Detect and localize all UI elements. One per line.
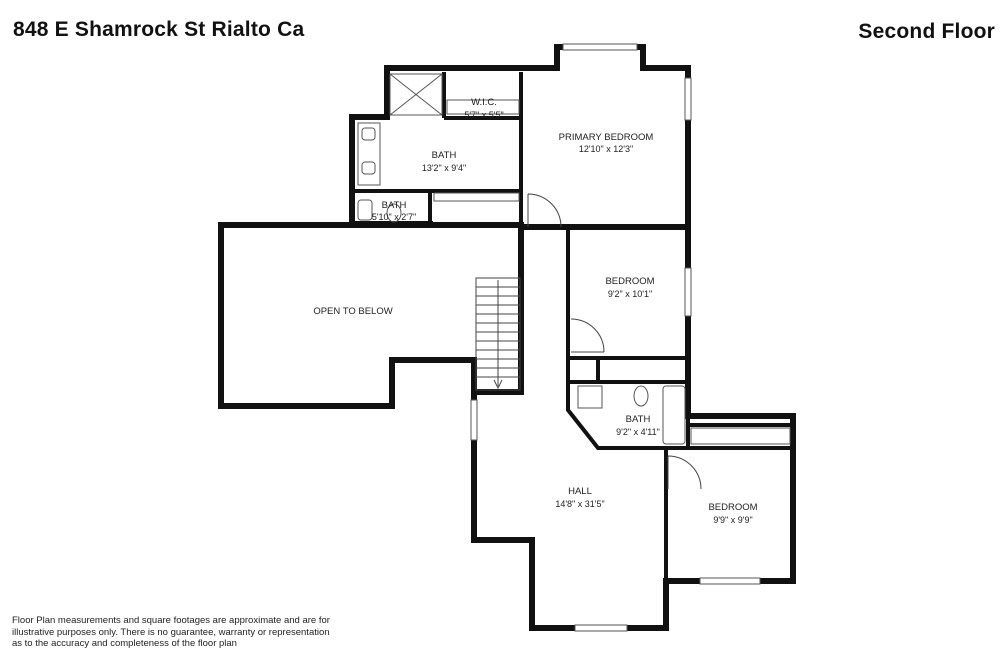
open-to-below-wall — [218, 222, 524, 409]
property-address: 848 E Shamrock St Rialto Ca — [13, 18, 305, 41]
hall-dims: 14'8" x 31'5" — [555, 499, 604, 509]
disclaimer-line: illustrative purposes only. There is no … — [12, 626, 330, 638]
bedroom-1-name: BEDROOM — [605, 276, 654, 287]
closet-shelf — [433, 192, 520, 202]
sink-icon — [361, 161, 376, 175]
sink-icon — [361, 127, 376, 141]
wic-dims: 5'7" x 5'5" — [464, 110, 503, 120]
bedroom-2-name: BEDROOM — [708, 502, 757, 513]
hall-name: HALL — [568, 486, 592, 497]
stair-arrow-head — [493, 379, 503, 390]
toilet-icon — [633, 385, 649, 407]
floor-label: Second Floor — [858, 20, 995, 43]
bath-hall-name: BATH — [626, 414, 651, 425]
upper-wing-wall — [349, 44, 691, 233]
door-swing — [667, 455, 702, 490]
vanity — [357, 122, 381, 186]
disclaimer: Floor Plan measurements and square foota… — [12, 615, 372, 650]
interior-walls — [352, 72, 793, 581]
bath-main-dims: 13'2" x 9'4" — [422, 163, 466, 173]
stair-run — [475, 277, 521, 391]
sink-icon — [357, 199, 373, 221]
doors — [527, 193, 702, 490]
fixtures — [357, 73, 791, 445]
open-to-below-label: OPEN TO BELOW — [313, 306, 392, 317]
shower-mark — [389, 73, 443, 116]
window — [562, 43, 638, 51]
bedroom-1-dims: 9'2" x 10'1" — [608, 289, 652, 299]
window — [684, 267, 692, 317]
bath-main-name: BATH — [432, 150, 457, 161]
bath-small-dims: 5'10" x 2'7" — [372, 212, 416, 222]
primary-bedroom-dims: 12'10" x 12'3" — [579, 144, 633, 154]
toilet-icon — [386, 203, 402, 223]
room-labels: W.I.C. 5'7" x 5'5" PRIMARY BEDROOM 12'10… — [313, 97, 757, 525]
door-swing — [570, 318, 605, 353]
windows — [470, 43, 761, 632]
bath-small-name: BATH — [382, 200, 407, 211]
closet-shelf — [690, 427, 791, 445]
window — [470, 399, 478, 441]
disclaimer-line: as to the accuracy and completeness of t… — [12, 638, 237, 649]
disclaimer-line: Floor Plan measurements and square foota… — [12, 615, 330, 626]
bathtub — [662, 385, 686, 445]
exterior-walls — [218, 44, 796, 631]
bedroom-2-dims: 9'9" x 9'9" — [713, 515, 752, 525]
window — [574, 624, 628, 632]
wic-name: W.I.C. — [471, 97, 497, 108]
staircase — [475, 277, 521, 391]
window — [684, 77, 692, 121]
sink-icon — [577, 385, 603, 409]
primary-bedroom-name: PRIMARY BEDROOM — [559, 132, 654, 143]
shower — [389, 73, 443, 116]
door-swing — [527, 193, 562, 228]
closet-rod — [446, 99, 520, 115]
window — [699, 577, 761, 585]
bath-hall-dims: 9'2" x 4'11" — [616, 427, 660, 437]
